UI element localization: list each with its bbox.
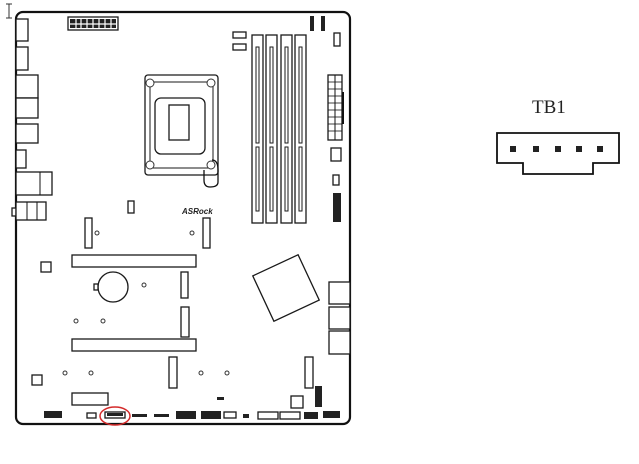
memory-slots — [251, 34, 307, 224]
pcie-slot-1 — [71, 254, 197, 268]
connector-pin — [533, 146, 539, 152]
bottom-headers — [44, 411, 340, 420]
cmos-battery — [93, 271, 129, 303]
connector-pin — [576, 146, 582, 152]
front-usb-header — [333, 193, 341, 222]
rect-pad — [71, 392, 109, 406]
connector-pin — [597, 146, 603, 152]
board-logo: ASRock — [181, 207, 213, 216]
tb1-connector — [496, 132, 620, 175]
right-edge-ports — [328, 281, 351, 355]
small-header — [127, 200, 135, 214]
text-cursor-icon — [6, 3, 12, 19]
square-pad — [290, 395, 304, 409]
atx-power-connector — [327, 74, 344, 141]
rear-io-ports — [11, 18, 53, 221]
connector-pin — [555, 146, 561, 152]
m2-slots — [84, 217, 314, 389]
highlight-circle — [99, 406, 131, 426]
square-pad — [40, 261, 52, 273]
chipset — [251, 253, 321, 323]
square-pad — [31, 374, 43, 386]
pcie-slot-2 — [71, 338, 197, 352]
connector-pin — [510, 146, 516, 152]
cpu-socket — [144, 74, 219, 188]
fan-headers-top — [232, 16, 341, 51]
small-header — [332, 174, 340, 186]
mounting-holes — [62, 230, 230, 376]
cpu-power-connector — [67, 16, 119, 31]
connector-label: TB1 — [532, 97, 566, 118]
usb-header — [330, 147, 342, 162]
jumper — [217, 397, 224, 400]
header — [315, 386, 322, 407]
